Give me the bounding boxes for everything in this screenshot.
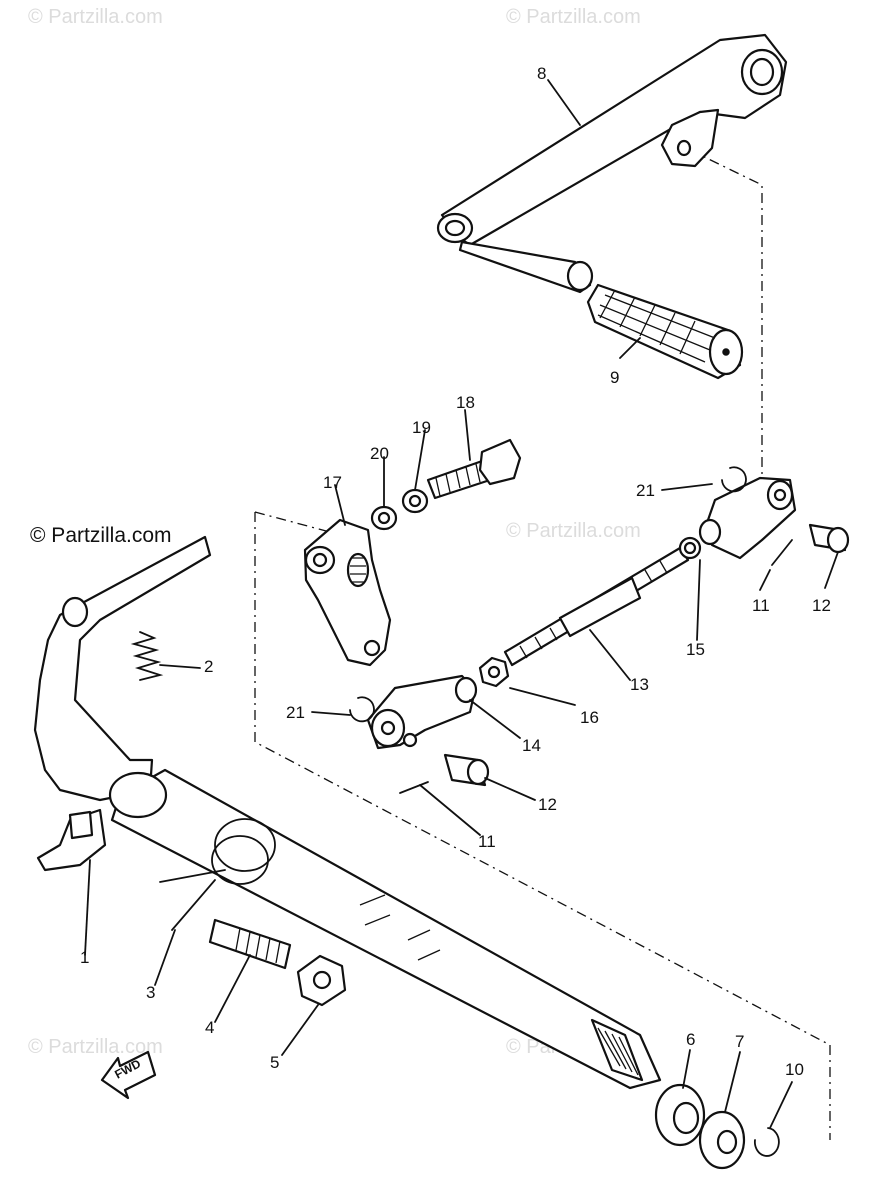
shaft-washer: [698, 1110, 746, 1170]
cotter-pin-lower: [399, 781, 429, 794]
cotter-pin-upper: [771, 539, 793, 566]
callout-12-lower: 12: [538, 795, 557, 814]
callout-21-upper: 21: [636, 481, 655, 500]
rod-end-joint-lower: [366, 674, 478, 750]
assembly-guide-line-pedal: [689, 149, 763, 480]
assembly-guide-line-lower: [254, 512, 831, 1140]
stopper-bolt: [208, 918, 292, 970]
watermark-middle-right: © Partzilla.com: [506, 520, 641, 542]
lock-nut-upper: [678, 536, 702, 560]
callout-15: 15: [686, 640, 705, 659]
callout-21-lower: 21: [286, 703, 305, 722]
callout-1: 1: [80, 948, 90, 967]
spring-washer-hole: [408, 494, 422, 508]
joint-pin-upper: [808, 523, 850, 554]
watermark-bottom-left: © Partzilla.com: [28, 1036, 163, 1058]
callout-3: 3: [146, 983, 156, 1002]
callout-20: 20: [370, 444, 389, 463]
torsion-spring: [159, 818, 276, 931]
joint-pin-lower: [443, 753, 490, 787]
shift-shaft: [108, 768, 662, 1090]
circlip-upper: [721, 466, 747, 493]
plain-washer-hole: [377, 511, 391, 525]
footrest-rubber: [586, 283, 744, 380]
circlip-lower: [349, 696, 375, 723]
shaft-circlip: [754, 1127, 780, 1157]
callout-6: 6: [686, 1030, 696, 1049]
callout-19: 19: [412, 418, 431, 437]
forward-arrow-icon: [100, 1050, 157, 1100]
leader-lines: [84, 79, 839, 1129]
hex-nut: [296, 954, 347, 1007]
callout-2: 2: [204, 657, 214, 676]
rod-end-joint-upper: [698, 476, 797, 560]
callout-10: 10: [785, 1060, 804, 1079]
shift-pedal-arm: [436, 33, 788, 294]
callout-14: 14: [522, 736, 541, 755]
callout-7: 7: [735, 1032, 745, 1051]
oil-seal: [654, 1083, 706, 1147]
bolt: [426, 438, 522, 500]
callout-13: 13: [630, 675, 649, 694]
shift-arm: [303, 518, 392, 667]
callout-18: 18: [456, 393, 475, 412]
shift-rod: [503, 546, 690, 667]
callout-5: 5: [270, 1053, 280, 1072]
callout-4: 4: [205, 1018, 215, 1037]
callout-16: 16: [580, 708, 599, 727]
watermark-middle-left: © Partzilla.com: [30, 524, 172, 547]
watermark-top-right: © Partzilla.com: [506, 6, 641, 28]
return-spring: [130, 631, 164, 681]
callout-11-lower: 11: [478, 832, 496, 851]
lock-nut-lower: [478, 656, 510, 688]
callout-12-upper: 12: [812, 596, 831, 615]
callout-8: 8: [537, 64, 547, 83]
watermark-top-left: © Partzilla.com: [28, 6, 163, 28]
callout-17: 17: [323, 473, 342, 492]
callout-11-upper: 11: [752, 596, 770, 615]
callout-9: 9: [610, 368, 620, 387]
